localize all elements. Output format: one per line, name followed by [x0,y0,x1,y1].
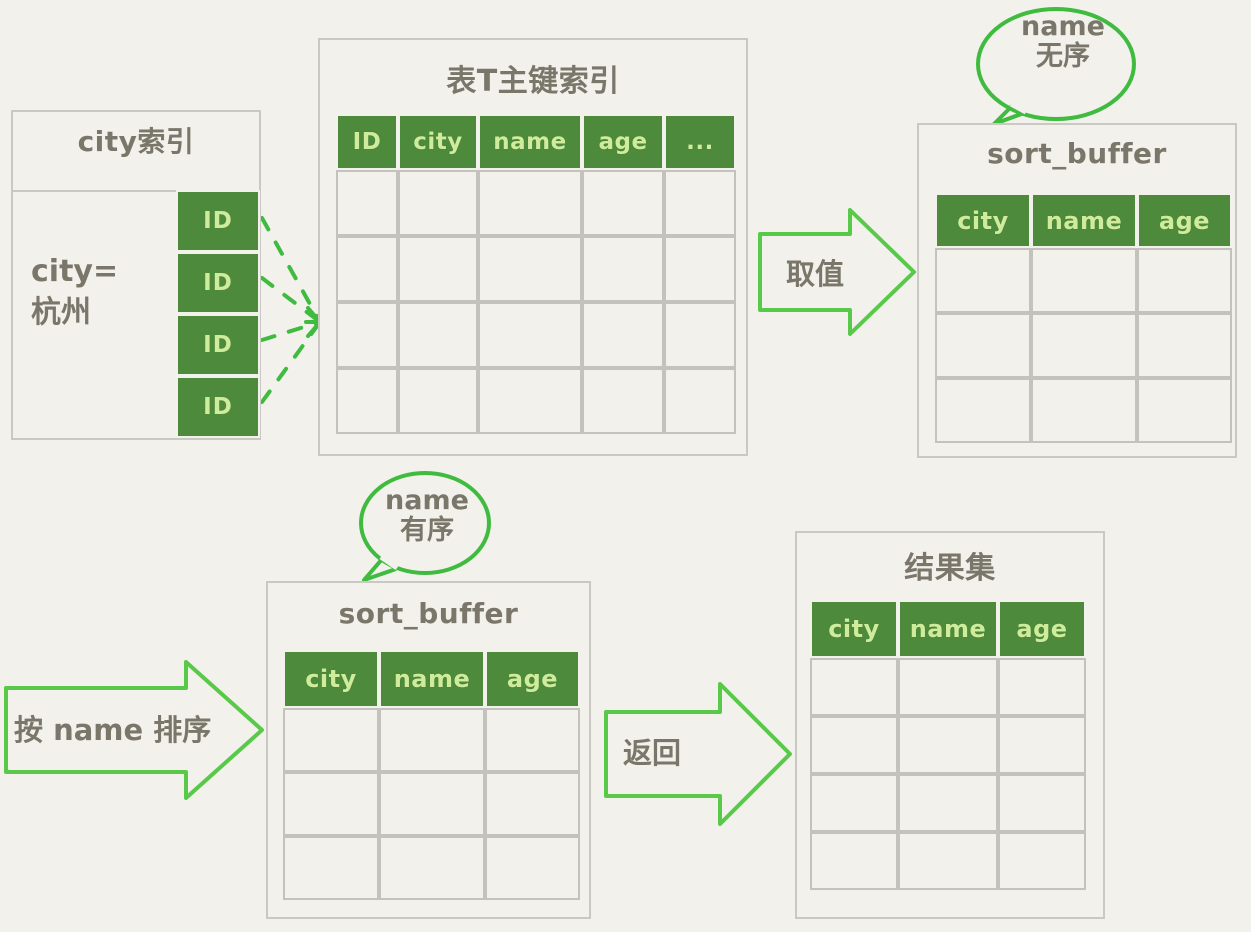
rs-cell [998,658,1086,716]
pk-cell [398,236,478,302]
pk-column-header: ... [664,114,736,170]
city-condition-line2: 杭州 [31,294,91,330]
sort-buffer-unsorted-title: sort_buffer [987,137,1167,170]
rs-cell [898,658,998,716]
sb2-cell [485,708,580,772]
pk-cell [582,170,664,236]
city-index-id-column: ID ID ID ID [176,190,260,438]
pk-cell [336,302,398,368]
sb2-column-header: city [283,650,379,708]
rs-cell [998,774,1086,832]
pk-cell [336,170,398,236]
callout-sorted-text: name 有序 [362,485,492,547]
sb2-cell [379,836,485,900]
sort-buffer-sorted-grid: city name age [283,650,580,900]
pk-cell [398,302,478,368]
pk-cell [398,170,478,236]
rs-cell [810,832,898,890]
primary-key-table-grid: ID city name age ... [336,114,736,434]
pk-cell [478,302,582,368]
sb2-cell [485,836,580,900]
rs-column-header: name [898,600,998,658]
sb1-column-header: age [1137,193,1232,248]
id-entry: ID [176,376,260,438]
sb2-cell [283,836,379,900]
pk-cell [478,368,582,434]
arrow-sort-label: 按 name 排序 [14,713,212,747]
pk-cell [582,368,664,434]
pk-cell [336,368,398,434]
sort-buffer-unsorted-grid: city name age [935,193,1232,443]
rs-cell [810,774,898,832]
callout-sorted-tail-mask [379,554,399,571]
rs-cell [898,832,998,890]
callout-unsorted-tail-mask [1009,101,1028,115]
pk-cell [664,170,736,236]
city-condition-line1: city= [31,254,119,289]
primary-key-table-title: 表T主键索引 [446,64,620,99]
pk-cell [582,236,664,302]
pk-cell [398,368,478,434]
callout-unsorted-text: name 无序 [988,11,1138,73]
sb1-column-header: city [935,193,1031,248]
id-entry: ID [176,314,260,376]
pk-cell [664,236,736,302]
sb1-cell [935,313,1031,378]
sb2-cell [283,708,379,772]
pk-column-header: ID [336,114,398,170]
sb1-cell [1137,248,1232,313]
sb1-cell [935,378,1031,443]
rs-column-header: city [810,600,898,658]
callout-unsorted-line2: 无序 [1036,41,1090,73]
pk-cell [664,368,736,434]
callout-sorted-line1: name [385,485,469,516]
pk-column-header: city [398,114,478,170]
sb1-cell [935,248,1031,313]
arrow-return-label: 返回 [623,736,682,770]
rs-cell [998,716,1086,774]
city-index-divider [13,190,259,192]
city-condition-label: city= 杭州 [31,252,181,333]
callout-unsorted-line1: name [1021,11,1105,42]
sb2-cell [379,772,485,836]
rs-cell [810,658,898,716]
pk-cell [664,302,736,368]
rs-cell [898,716,998,774]
city-index-title: city索引 [77,125,195,158]
sb1-cell [1031,378,1137,443]
callout-sorted-line2: 有序 [400,515,454,547]
sb1-cell [1031,313,1137,378]
rs-cell [898,774,998,832]
rs-cell [998,832,1086,890]
id-to-table-connectors [260,216,322,404]
pk-column-header: age [582,114,664,170]
sb1-cell [1031,248,1137,313]
sb2-cell [485,772,580,836]
sort-buffer-sorted-title: sort_buffer [338,597,519,630]
sb1-cell [1137,313,1232,378]
sb2-column-header: name [379,650,485,708]
rs-column-header: age [998,600,1086,658]
sb2-cell [283,772,379,836]
arrow-fetch-label: 取值 [786,257,845,291]
id-entry: ID [176,252,260,314]
pk-cell [336,236,398,302]
pk-cell [582,302,664,368]
pk-column-header: name [478,114,582,170]
sb2-column-header: age [485,650,580,708]
sb1-column-header: name [1031,193,1137,248]
result-set-title: 结果集 [904,551,996,586]
sb1-cell [1137,378,1232,443]
sb2-cell [379,708,485,772]
rs-cell [810,716,898,774]
pk-cell [478,170,582,236]
id-entry: ID [176,190,260,252]
pk-cell [478,236,582,302]
result-set-grid: city name age [810,600,1086,890]
